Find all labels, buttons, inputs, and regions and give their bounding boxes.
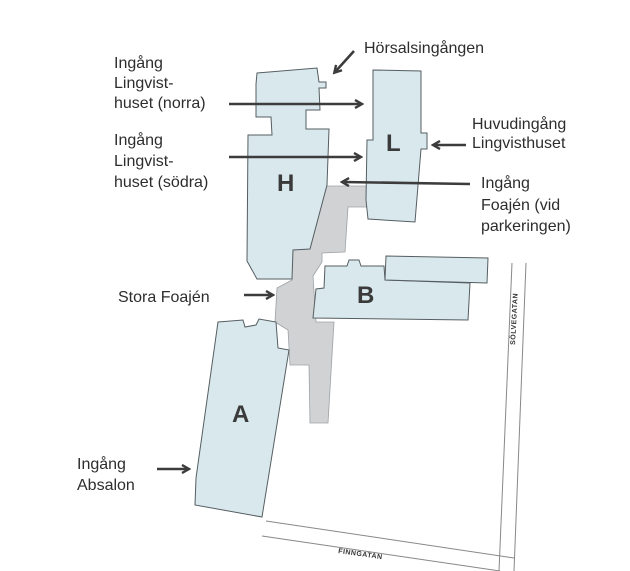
label-lingvist-norra: Ingång Lingvist- huset (norra)	[114, 54, 206, 112]
building-label-h: H	[277, 170, 294, 197]
label-stora-foajen: Stora Foajén	[118, 289, 210, 306]
building-label-b: B	[357, 282, 374, 309]
label-horsalsingangen: Hörsalsingången	[364, 39, 484, 57]
label-huvudingang: Huvudingång Lingvisthuset	[472, 115, 571, 152]
street-label-solvegatan: SÖLVEGATAN	[508, 293, 520, 345]
label-foajen-vid: Ingång Foajén (vid parkeringen)	[481, 174, 571, 235]
arrow-foajen-vid	[343, 182, 471, 184]
label-lingvist-sodra: Ingång Lingvist- huset (södra)	[114, 131, 208, 191]
building-label-l: L	[386, 130, 401, 157]
building-b-annex	[384, 255, 489, 284]
arrow-horsalsingangen	[335, 50, 355, 72]
building-a	[194, 318, 290, 518]
building-h	[246, 67, 330, 280]
label-absalon: Ingång Absalon	[77, 455, 135, 494]
street-lines	[261, 262, 527, 571]
building-label-a: A	[232, 401, 249, 428]
